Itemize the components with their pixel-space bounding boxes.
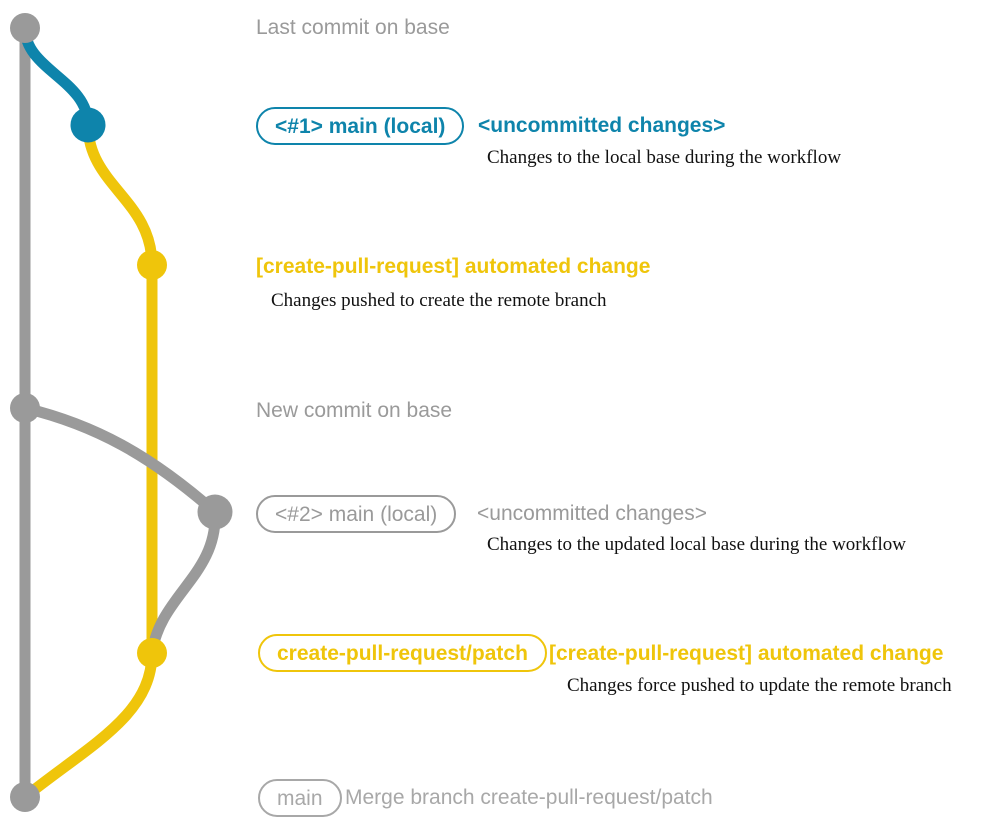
badge-main[interactable]: main [258, 779, 342, 817]
node-base-new [10, 393, 40, 423]
commit-nodes [10, 13, 233, 812]
description-local-base-changes: Changes to the local base during the wor… [487, 147, 842, 168]
node-local-1 [70, 107, 106, 143]
badge-create-pull-request-patch[interactable]: create-pull-request/patch [258, 634, 547, 672]
description-updated-local-base-changes: Changes to the updated local base during… [487, 534, 906, 555]
edge-base-to-local2 [19, 402, 221, 518]
subject-automated-change-2: [create-pull-request] automated change [549, 642, 944, 665]
subject-automated-change-1: [create-pull-request] automated change [256, 255, 651, 278]
node-base-last [10, 13, 40, 43]
description-pushed-to-create-remote-branch: Changes pushed to create the remote bran… [271, 290, 607, 311]
node-local-2 [197, 494, 233, 530]
subject-uncommitted-changes-2: <uncommitted changes> [477, 502, 707, 525]
badge-main-local-2[interactable]: <#2> main (local) [256, 495, 457, 533]
edge-patch2-to-merge [19, 647, 158, 803]
caption-new-commit-on-base: New commit on base [256, 399, 453, 422]
node-merge [10, 782, 40, 812]
node-patch-2 [137, 638, 167, 668]
edge-local1-to-patch1 [82, 119, 158, 271]
subject-merge-branch: Merge branch create-pull-request/patch [345, 786, 713, 809]
caption-last-commit-on-base: Last commit on base [256, 16, 450, 39]
subject-uncommitted-changes-1: <uncommitted changes> [478, 114, 726, 137]
description-force-pushed-update-remote-branch: Changes force pushed to update the remot… [567, 675, 952, 696]
edge-local2-to-patch2 [146, 506, 221, 659]
badge-main-local-1[interactable]: <#1> main (local) [256, 107, 465, 145]
commit-graph [10, 13, 233, 812]
node-patch-1 [137, 250, 167, 280]
